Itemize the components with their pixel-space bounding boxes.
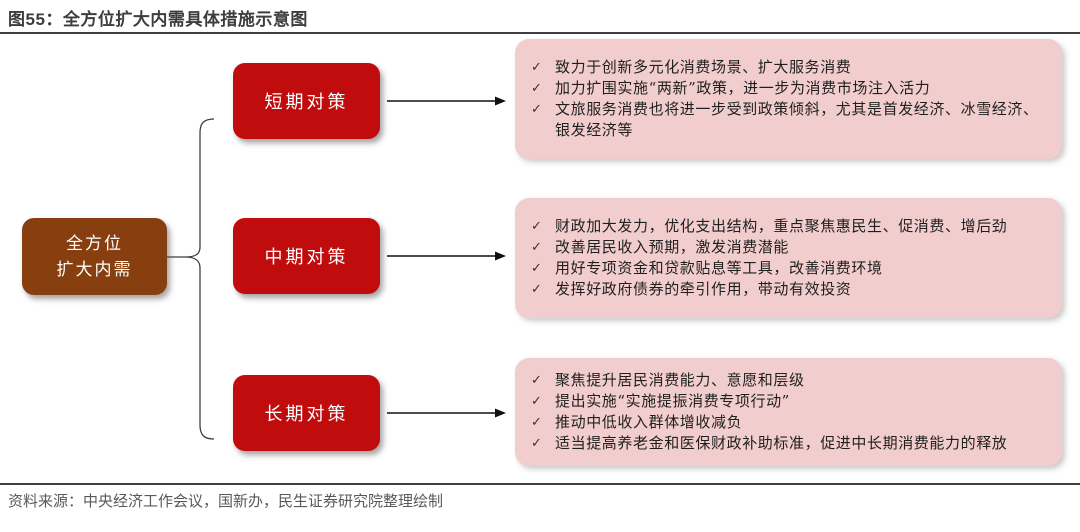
stage-node-long-term: 长期对策: [233, 375, 380, 451]
check-icon: ✓: [531, 394, 543, 409]
list-item-text: 用好专项资金和贷款贴息等工具，改善消费环境: [555, 259, 883, 277]
list-item-text: 致力于创新多元化消费场景、扩大服务消费: [555, 58, 852, 76]
check-icon: ✓: [531, 436, 543, 451]
stage-node-label: 中期对策: [264, 247, 349, 268]
root-node-label-line1: 全方位: [66, 233, 123, 254]
detail-panel-long-term: ✓ 聚焦提升居民消费能力、意愿和层级 ✓ 提出实施“实施提振消费专项行动” ✓ …: [515, 358, 1062, 466]
list-item: ✓ 文旅服务消费也将进一步受到政策倾斜，尤其是首发经济、冰雪经济、银发经济等: [529, 99, 1040, 141]
list-item-text: 适当提高养老金和医保财政补助标准，促进中长期消费能力的释放: [555, 434, 1008, 452]
check-icon: ✓: [531, 102, 543, 117]
source-divider: [0, 483, 1080, 485]
arrow-mid-term: [387, 251, 506, 261]
check-icon: ✓: [531, 219, 543, 234]
list-item-text: 推动中低收入群体增收减负: [555, 413, 743, 431]
list-item-text: 加力扩围实施“两新”政策，进一步为消费市场注入活力: [555, 79, 931, 97]
arrow-short-term: [387, 96, 506, 106]
check-icon: ✓: [531, 373, 543, 388]
list-item: ✓ 改善居民收入预期，激发消费潜能: [529, 237, 1040, 258]
brace-connector: [184, 118, 215, 440]
title-divider: [0, 32, 1080, 34]
root-node-label-line2: 扩大内需: [56, 259, 133, 280]
list-item: ✓ 财政加大发力，优化支出结构，重点聚焦惠民生、促消费、增后劲: [529, 216, 1040, 237]
list-item-text: 聚焦提升居民消费能力、意愿和层级: [555, 371, 805, 389]
list-item: ✓ 聚焦提升居民消费能力、意愿和层级: [529, 370, 1040, 391]
stage-node-short-term: 短期对策: [233, 63, 380, 139]
list-item: ✓ 提出实施“实施提振消费专项行动”: [529, 391, 1040, 412]
list-item-text: 改善居民收入预期，激发消费潜能: [555, 238, 790, 256]
check-icon: ✓: [531, 415, 543, 430]
list-item-text: 文旅服务消费也将进一步受到政策倾斜，尤其是首发经济、冰雪经济、银发经济等: [555, 100, 1039, 139]
detail-panel-short-term: ✓ 致力于创新多元化消费场景、扩大服务消费 ✓ 加力扩围实施“两新”政策，进一步…: [515, 39, 1062, 159]
list-item: ✓ 致力于创新多元化消费场景、扩大服务消费: [529, 57, 1040, 78]
source-note: 资料来源：中央经济工作会议，国新办，民生证券研究院整理绘制: [8, 493, 444, 510]
stage-node-mid-term: 中期对策: [233, 218, 380, 294]
check-icon: ✓: [531, 60, 543, 75]
list-item-text: 发挥好政府债券的牵引作用，带动有效投资: [555, 280, 852, 298]
list-item: ✓ 加力扩围实施“两新”政策，进一步为消费市场注入活力: [529, 78, 1040, 99]
stage-node-label: 长期对策: [264, 404, 349, 425]
list-item: ✓ 用好专项资金和贷款贴息等工具，改善消费环境: [529, 258, 1040, 279]
list-item: ✓ 适当提高养老金和医保财政补助标准，促进中长期消费能力的释放: [529, 433, 1040, 454]
check-icon: ✓: [531, 240, 543, 255]
figure-title: 图55：全方位扩大内需具体措施示意图: [8, 10, 308, 29]
check-icon: ✓: [531, 81, 543, 96]
list-item-text: 财政加大发力，优化支出结构，重点聚焦惠民生、促消费、增后劲: [555, 217, 1008, 235]
root-node: 全方位 扩大内需: [22, 218, 167, 295]
arrow-long-term: [387, 408, 506, 418]
list-item-text: 提出实施“实施提振消费专项行动”: [555, 392, 790, 410]
list-item: ✓ 推动中低收入群体增收减负: [529, 412, 1040, 433]
detail-panel-mid-term: ✓ 财政加大发力，优化支出结构，重点聚焦惠民生、促消费、增后劲 ✓ 改善居民收入…: [515, 198, 1062, 318]
check-icon: ✓: [531, 261, 543, 276]
check-icon: ✓: [531, 282, 543, 297]
stage-node-label: 短期对策: [264, 92, 349, 113]
list-item: ✓ 发挥好政府债券的牵引作用，带动有效投资: [529, 279, 1040, 300]
